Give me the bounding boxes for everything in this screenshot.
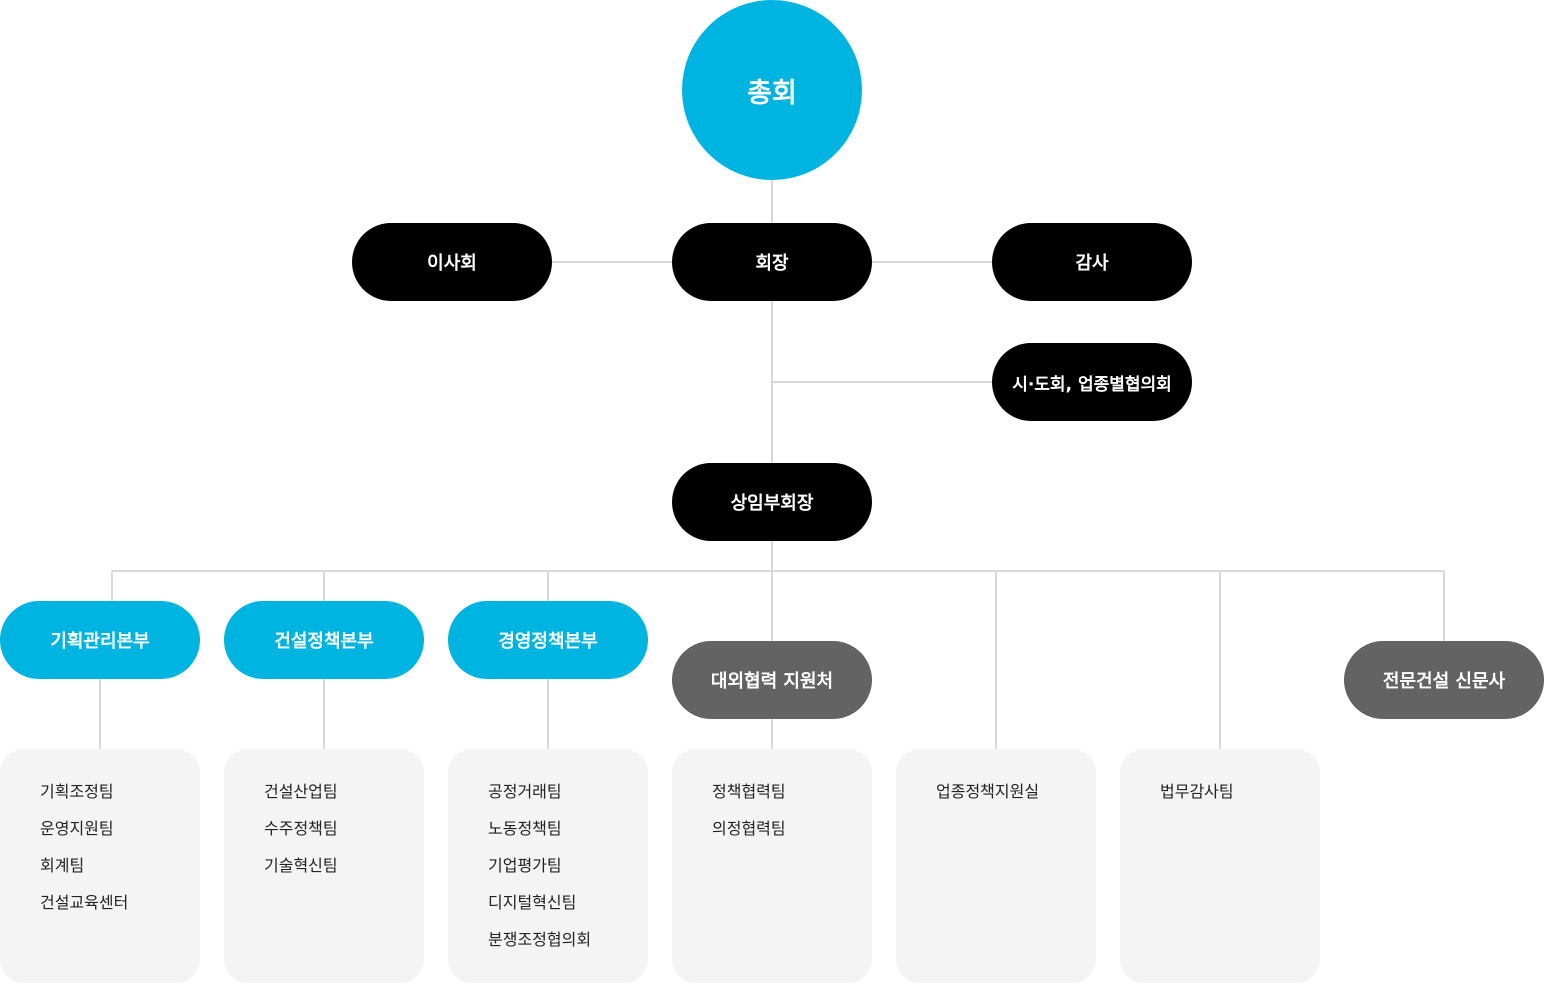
- planning-management-division-node: 기획관리본부: [0, 601, 200, 679]
- team-item: 분쟁조정협의회: [488, 930, 592, 949]
- team-item: 공정거래팀: [488, 782, 562, 801]
- team-item: 운영지원팀: [40, 819, 114, 838]
- team-item: 기술혁신팀: [264, 856, 338, 875]
- team-item: 법무감사팀: [1160, 782, 1234, 801]
- construction-policy-division-node: 건설정책본부: [224, 601, 424, 679]
- team-item: 회계팀: [40, 856, 85, 875]
- team-item: 정책협력팀: [712, 782, 786, 801]
- planning-management-teams-panel: 기획조정팀 운영지원팀 회계팀 건설교육센터: [0, 749, 200, 983]
- team-item: 의정협력팀: [712, 819, 786, 838]
- team-item: 노동정책팀: [488, 819, 562, 838]
- team-item: 기획조정팀: [40, 782, 114, 801]
- auditor-node: 감사: [992, 223, 1192, 301]
- board-of-directors-node: 이사회: [352, 223, 552, 301]
- management-policy-division-node: 경영정책본부: [448, 601, 648, 679]
- external-cooperation-teams-panel: 정책협력팀 의정협력팀: [672, 749, 872, 983]
- standing-vice-chairman-node: 상임부회장: [672, 463, 872, 541]
- external-cooperation-office-node: 대외협력 지원처: [672, 641, 872, 719]
- team-item: 업종정책지원실: [936, 782, 1040, 801]
- team-item: 수주정책팀: [264, 819, 338, 838]
- legal-audit-team-panel: 법무감사팀: [1120, 749, 1320, 983]
- team-item: 디지털혁신팀: [488, 893, 577, 912]
- industry-policy-office-panel: 업종정책지원실: [896, 749, 1096, 983]
- team-item: 기업평가팀: [488, 856, 562, 875]
- team-item: 건설교육센터: [40, 893, 129, 912]
- chairman-node: 회장: [672, 223, 872, 301]
- newspaper-node: 전문건설 신문사: [1344, 641, 1544, 719]
- management-policy-teams-panel: 공정거래팀 노동정책팀 기업평가팀 디지털혁신팀 분쟁조정협의회: [448, 749, 648, 983]
- regional-associations-node: 시·도회, 업종별협의회: [992, 343, 1192, 421]
- general-assembly-node: 총회: [682, 0, 862, 180]
- construction-policy-teams-panel: 건설산업팀 수주정책팀 기술혁신팀: [224, 749, 424, 983]
- team-item: 건설산업팀: [264, 782, 338, 801]
